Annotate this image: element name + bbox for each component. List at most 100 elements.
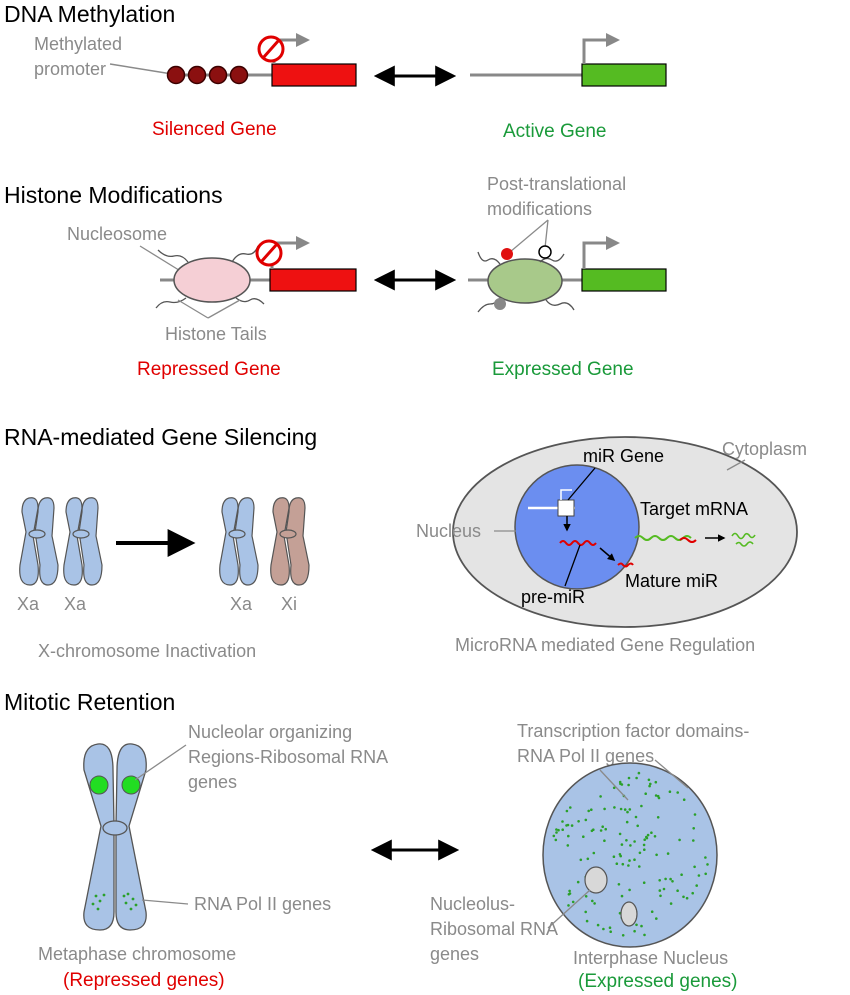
label-active-gene: Active Gene	[503, 121, 607, 142]
tf-dot	[634, 815, 638, 819]
tf-dot	[628, 808, 632, 811]
tf-dot	[657, 796, 661, 800]
arrowhead	[606, 33, 620, 47]
pointer-line-methylated	[109, 63, 173, 75]
label-expressed-genes: (Expressed genes)	[578, 971, 737, 992]
nor-site	[89, 775, 109, 795]
tf-dot	[571, 900, 575, 904]
tf-dot	[629, 844, 632, 847]
tf-dot	[653, 835, 657, 838]
tf-dot	[682, 798, 686, 801]
tf-dot	[642, 881, 646, 884]
tf-dot	[604, 827, 607, 831]
histone-tail	[539, 253, 565, 263]
tf-dot	[695, 884, 698, 887]
label-mature-mir: Mature miR	[625, 571, 718, 591]
tf-dot	[650, 910, 654, 913]
tf-dot	[569, 806, 572, 809]
prohibition-icon	[257, 35, 285, 63]
tf-dot	[619, 807, 623, 811]
tf-dot	[627, 864, 630, 867]
tf-dot	[680, 873, 683, 876]
transcription-arrow	[582, 241, 608, 269]
tf-dot	[577, 820, 580, 823]
section-heading-rna: RNA-mediated Gene Silencing	[4, 424, 317, 450]
tf-dot	[676, 889, 679, 892]
label-nucleolus-line3: genes	[430, 944, 479, 964]
chromosome-xa	[219, 497, 259, 586]
mature-mir-strand	[617, 562, 634, 568]
tf-dot	[567, 904, 570, 907]
gene-box-green	[581, 268, 667, 292]
label-mir-gene: miR Gene	[583, 446, 664, 466]
tf-dot	[643, 933, 646, 937]
tf-dot	[706, 863, 709, 866]
repressed-gene-construct	[155, 236, 357, 309]
tf-dot	[582, 835, 585, 838]
pointer-line-tf	[599, 769, 629, 801]
tf-dot	[640, 804, 643, 808]
tf-dot	[650, 831, 653, 834]
tf-dot	[633, 858, 636, 861]
gene-box-green	[581, 63, 667, 87]
tf-dot	[644, 792, 647, 795]
tf-dot	[576, 880, 580, 884]
silenced-gene-construct	[166, 33, 357, 87]
tf-dot	[697, 874, 701, 877]
label-silenced-gene: Silenced Gene	[152, 119, 277, 140]
tf-dot	[646, 833, 650, 837]
tf-dot	[656, 816, 660, 819]
tf-dot	[625, 820, 629, 824]
histone-tail	[231, 245, 259, 263]
label-pre-mir: pre-miR	[521, 587, 585, 607]
pointer-line-tf	[654, 759, 689, 789]
tf-dot	[692, 839, 695, 842]
tf-dot	[654, 794, 658, 797]
label-cytoplasm: Cytoplasm	[722, 439, 807, 459]
tf-dot	[618, 853, 622, 856]
arrow-to-mature-mir	[599, 547, 616, 561]
chromosome-xa	[19, 497, 59, 586]
label-pol2: RNA Pol II genes	[194, 894, 331, 914]
tf-dot	[552, 834, 556, 838]
tf-dot	[649, 782, 652, 786]
tf-dot	[635, 776, 638, 780]
tf-dot	[619, 782, 622, 786]
mir-gene-tss	[560, 489, 572, 500]
tf-dot	[655, 917, 658, 920]
tf-dot	[567, 834, 570, 838]
label-interphase: Interphase Nucleus	[573, 948, 728, 968]
tf-dot	[693, 813, 697, 816]
metaphase-chromosome	[83, 743, 147, 931]
tf-dot	[704, 872, 707, 876]
label-methylated: Methylated	[34, 34, 122, 54]
histone-tail	[545, 299, 575, 311]
tf-dot	[565, 809, 569, 813]
tf-dot	[623, 808, 627, 811]
tf-dot	[566, 844, 570, 847]
label-repressed-gene: Repressed Gene	[137, 359, 281, 380]
tf-dot	[620, 894, 624, 898]
active-gene-construct	[470, 33, 667, 87]
tf-dot	[658, 879, 661, 882]
pointer-line-pre-mir	[564, 544, 581, 587]
arrowhead	[296, 33, 310, 47]
label-metaphase: Metaphase chromosome	[38, 944, 236, 964]
tf-dot	[591, 899, 594, 903]
tf-dot	[638, 851, 642, 855]
tf-dot	[676, 791, 679, 794]
tf-dot	[659, 894, 662, 898]
tf-dot	[568, 889, 571, 893]
label-ptm-line1: Post-translational	[487, 174, 626, 194]
prohibition-icon	[255, 239, 283, 267]
tf-dot	[668, 790, 672, 793]
tf-dot	[599, 795, 602, 798]
degraded-mrna	[735, 541, 754, 547]
tf-dot	[587, 809, 590, 813]
label-target-mrna: Target mRNA	[640, 499, 748, 519]
pointer-line-pol2	[141, 899, 189, 905]
transcription-arrow	[582, 38, 608, 64]
chromosome-xi	[270, 497, 310, 586]
nucleolus	[620, 901, 638, 927]
